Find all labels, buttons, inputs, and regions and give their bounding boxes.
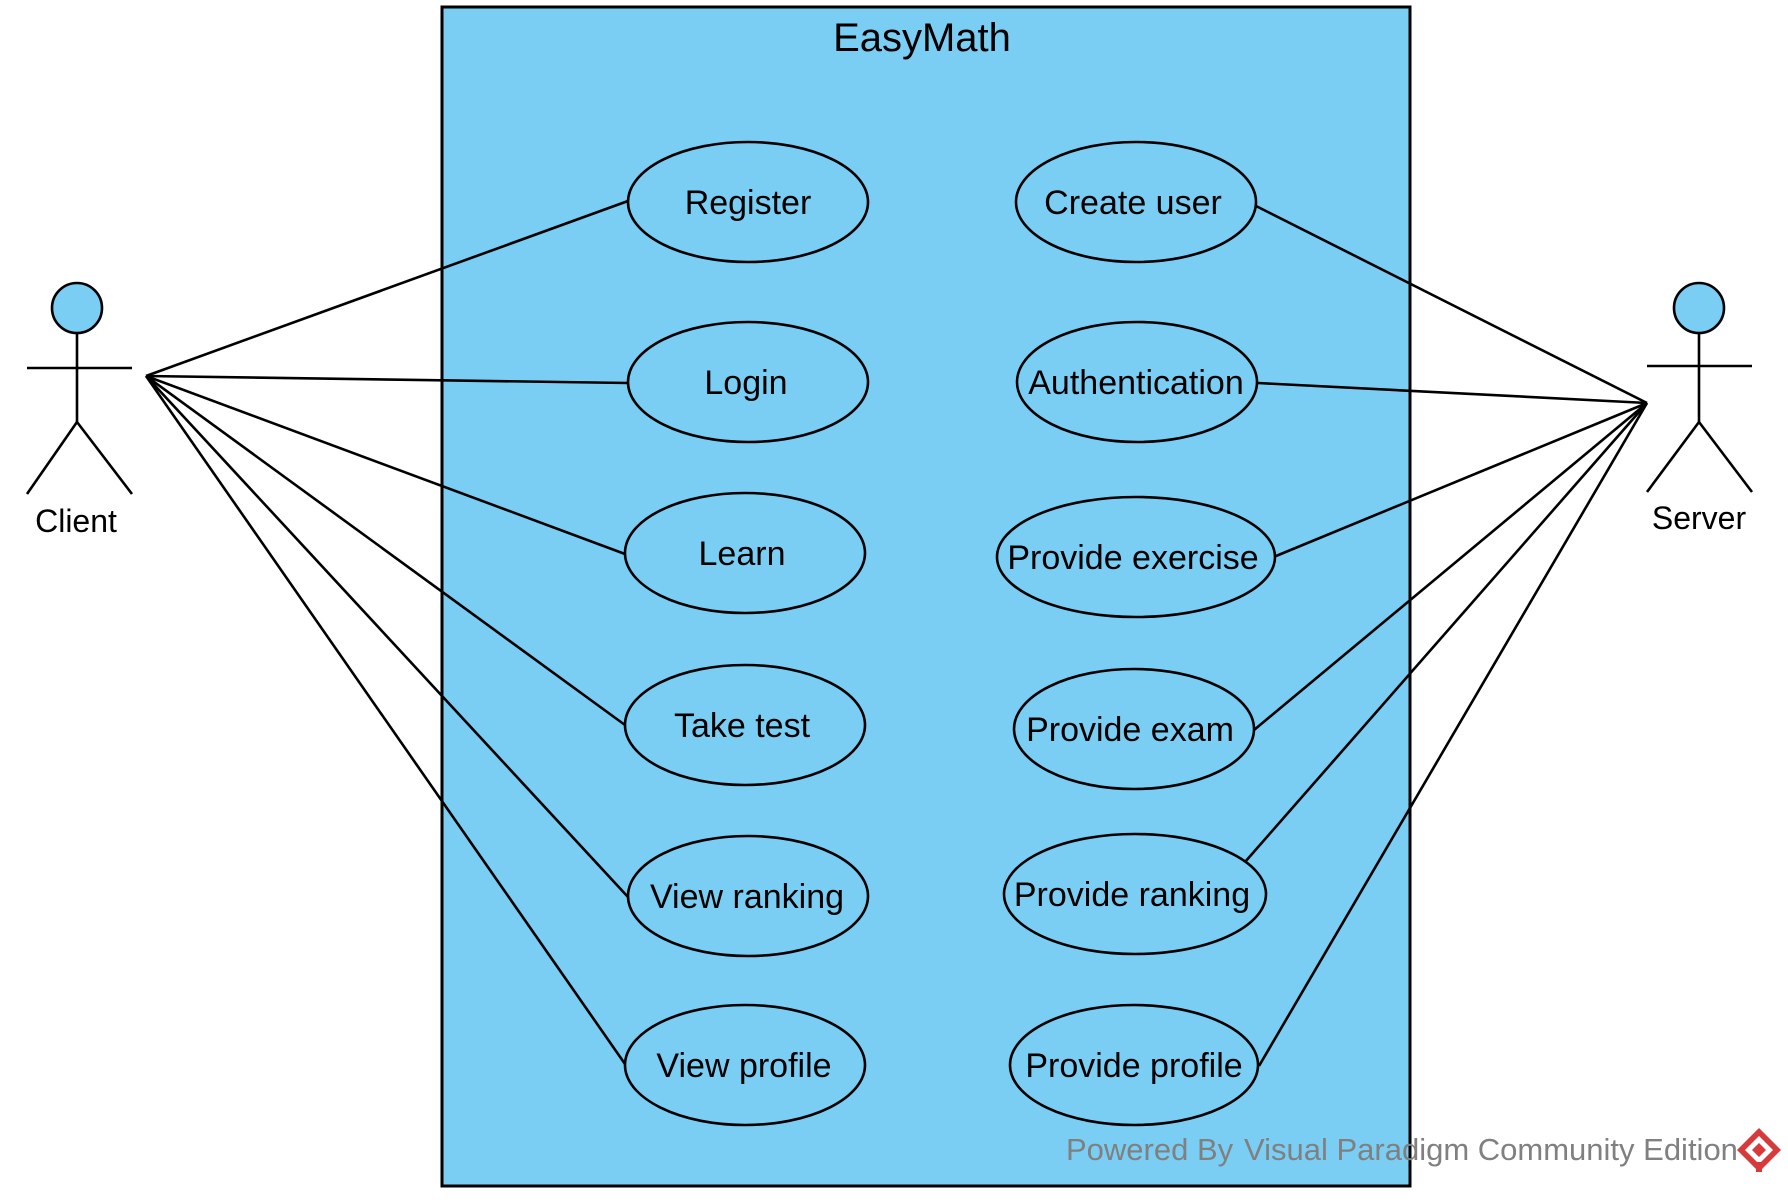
use-case-ellipse	[623, 1003, 867, 1127]
use-case-learn[interactable]: Learn	[623, 491, 867, 615]
use-case-ellipse	[1002, 832, 1268, 956]
association-server-provide-profile	[1257, 402, 1649, 1067]
use-case-ellipse	[995, 495, 1277, 619]
use-case-label: View ranking	[650, 878, 844, 916]
watermark-product: Visual Paradigm Community Edition	[1244, 1132, 1738, 1167]
association-server-provide-exam	[1253, 402, 1648, 731]
use-case-label: Create user	[1044, 184, 1222, 222]
actor-head	[1672, 281, 1726, 335]
use-case-ellipse	[623, 491, 867, 615]
use-case-label: Authentication	[1028, 364, 1244, 402]
association-server-provide-exercise	[1275, 401, 1648, 558]
use-case-provide-exam[interactable]: Provide exam	[1012, 667, 1256, 791]
association-client-view-ranking	[145, 375, 629, 898]
association-client-learn	[145, 374, 626, 556]
use-case-authentication[interactable]: Authentication	[1015, 320, 1259, 444]
association-server-create-user	[1255, 204, 1648, 405]
association-client-view-profile	[144, 375, 627, 1065]
right-use-cases: Create user Authentication Provide exerc…	[995, 140, 1277, 1127]
association-client-take-test	[145, 374, 626, 727]
use-case-label: Register	[685, 184, 812, 222]
use-case-view-profile[interactable]: View profile	[623, 1003, 867, 1127]
use-case-provide-profile[interactable]: Provide profile	[1008, 1003, 1260, 1127]
actor-head	[50, 281, 104, 335]
use-case-ellipse	[626, 834, 870, 958]
use-case-ellipse	[623, 663, 867, 787]
watermark: Powered By Visual Paradigm Community Edi…	[1066, 1128, 1781, 1172]
association-client-login	[145, 374, 629, 385]
association-server-authentication	[1257, 381, 1648, 405]
visual-paradigm-logo-icon	[1737, 1128, 1781, 1172]
server-associations	[1244, 204, 1649, 1067]
client-associations	[144, 199, 629, 1065]
use-case-label: Learn	[699, 535, 786, 573]
use-case-label: Provide exercise	[1007, 539, 1258, 577]
use-case-ellipse	[626, 140, 870, 264]
actor-left-leg	[25, 421, 79, 495]
actor-left-leg	[1645, 421, 1701, 493]
use-case-label: Provide exam	[1026, 711, 1234, 749]
actor-server[interactable]	[1645, 281, 1754, 493]
use-case-provide-exercise[interactable]: Provide exercise	[995, 495, 1277, 619]
use-case-ellipse	[1014, 140, 1258, 264]
watermark-powered-by: Powered By	[1066, 1132, 1234, 1167]
actor-right-leg	[75, 421, 134, 495]
use-case-ellipse	[1008, 1003, 1260, 1127]
use-case-ellipse	[1015, 320, 1259, 444]
association-server-provide-ranking	[1244, 402, 1648, 863]
use-case-login[interactable]: Login	[626, 320, 870, 444]
use-case-label: Take test	[674, 707, 811, 745]
actor-label-server: Server	[1652, 500, 1747, 536]
use-case-ellipse	[1012, 667, 1256, 791]
use-case-take-test[interactable]: Take test	[623, 663, 867, 787]
actor-right-leg	[1697, 421, 1754, 493]
left-use-cases: Register Login Learn Take test View rank…	[623, 140, 870, 1127]
use-case-register[interactable]: Register	[626, 140, 870, 264]
association-client-register	[145, 199, 629, 378]
use-case-view-ranking[interactable]: View ranking	[626, 834, 870, 958]
actor-client[interactable]	[25, 281, 134, 495]
use-case-ellipse	[626, 320, 870, 444]
use-case-label: Provide ranking	[1014, 876, 1250, 914]
use-case-provide-ranking[interactable]: Provide ranking	[1002, 832, 1268, 956]
use-case-label: Provide profile	[1025, 1047, 1242, 1085]
system-title: EasyMath	[833, 16, 1011, 60]
actor-label-client: Client	[35, 503, 117, 539]
use-case-label: View profile	[656, 1047, 831, 1085]
use-case-create-user[interactable]: Create user	[1014, 140, 1258, 264]
use-case-label: Login	[704, 364, 787, 402]
